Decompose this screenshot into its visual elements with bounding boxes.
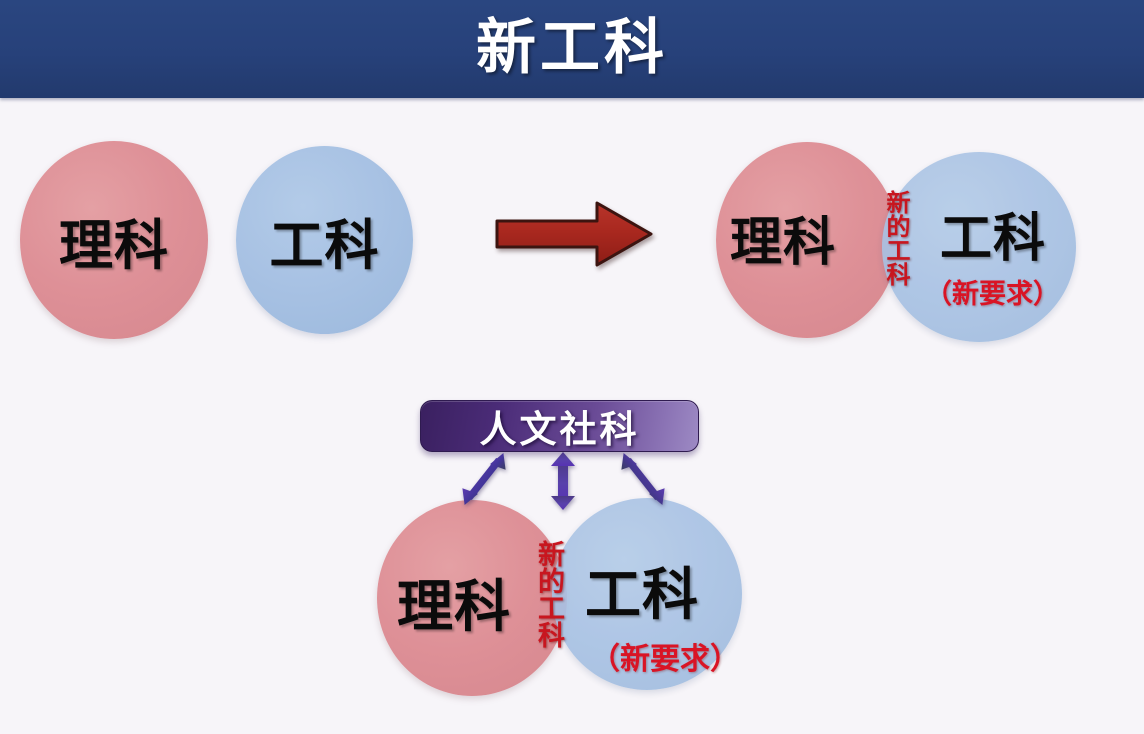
after-engineering-circle [882, 152, 1076, 342]
bottom-engineering-note: （新要求） [590, 642, 740, 677]
after-science-circle [716, 142, 898, 338]
after-engineering-note: （新要求） [925, 279, 1060, 310]
transform-right-arrow-icon [495, 201, 653, 267]
humanities-label: 人文社科 [479, 408, 640, 451]
after-science-label: 理科 [730, 213, 837, 273]
after-engineering-label: 工科 [940, 209, 1047, 269]
bottom-engineering-circle [552, 498, 742, 690]
bottom-engineering-label: 工科 [585, 563, 699, 628]
title-banner: 新工科 [0, 0, 1144, 98]
double-arrow-vertical-icon [551, 452, 575, 510]
before-engineering-circle [236, 146, 413, 334]
before-science-circle [20, 141, 208, 339]
page-title: 新工科 [476, 13, 668, 83]
after-intersection-label: 新的工科 [882, 190, 910, 286]
bottom-science-circle [377, 500, 567, 696]
before-engineering-label: 工科 [269, 213, 380, 277]
bottom-science-label: 理科 [397, 575, 511, 640]
before-science-label: 理科 [59, 213, 169, 277]
double-arrow-diagonal-left-icon [462, 453, 506, 505]
humanities-box[interactable]: 人文社科 [420, 400, 699, 452]
bottom-intersection-label: 新的工科 [533, 540, 564, 648]
double-arrow-diagonal-right-icon [621, 453, 665, 505]
